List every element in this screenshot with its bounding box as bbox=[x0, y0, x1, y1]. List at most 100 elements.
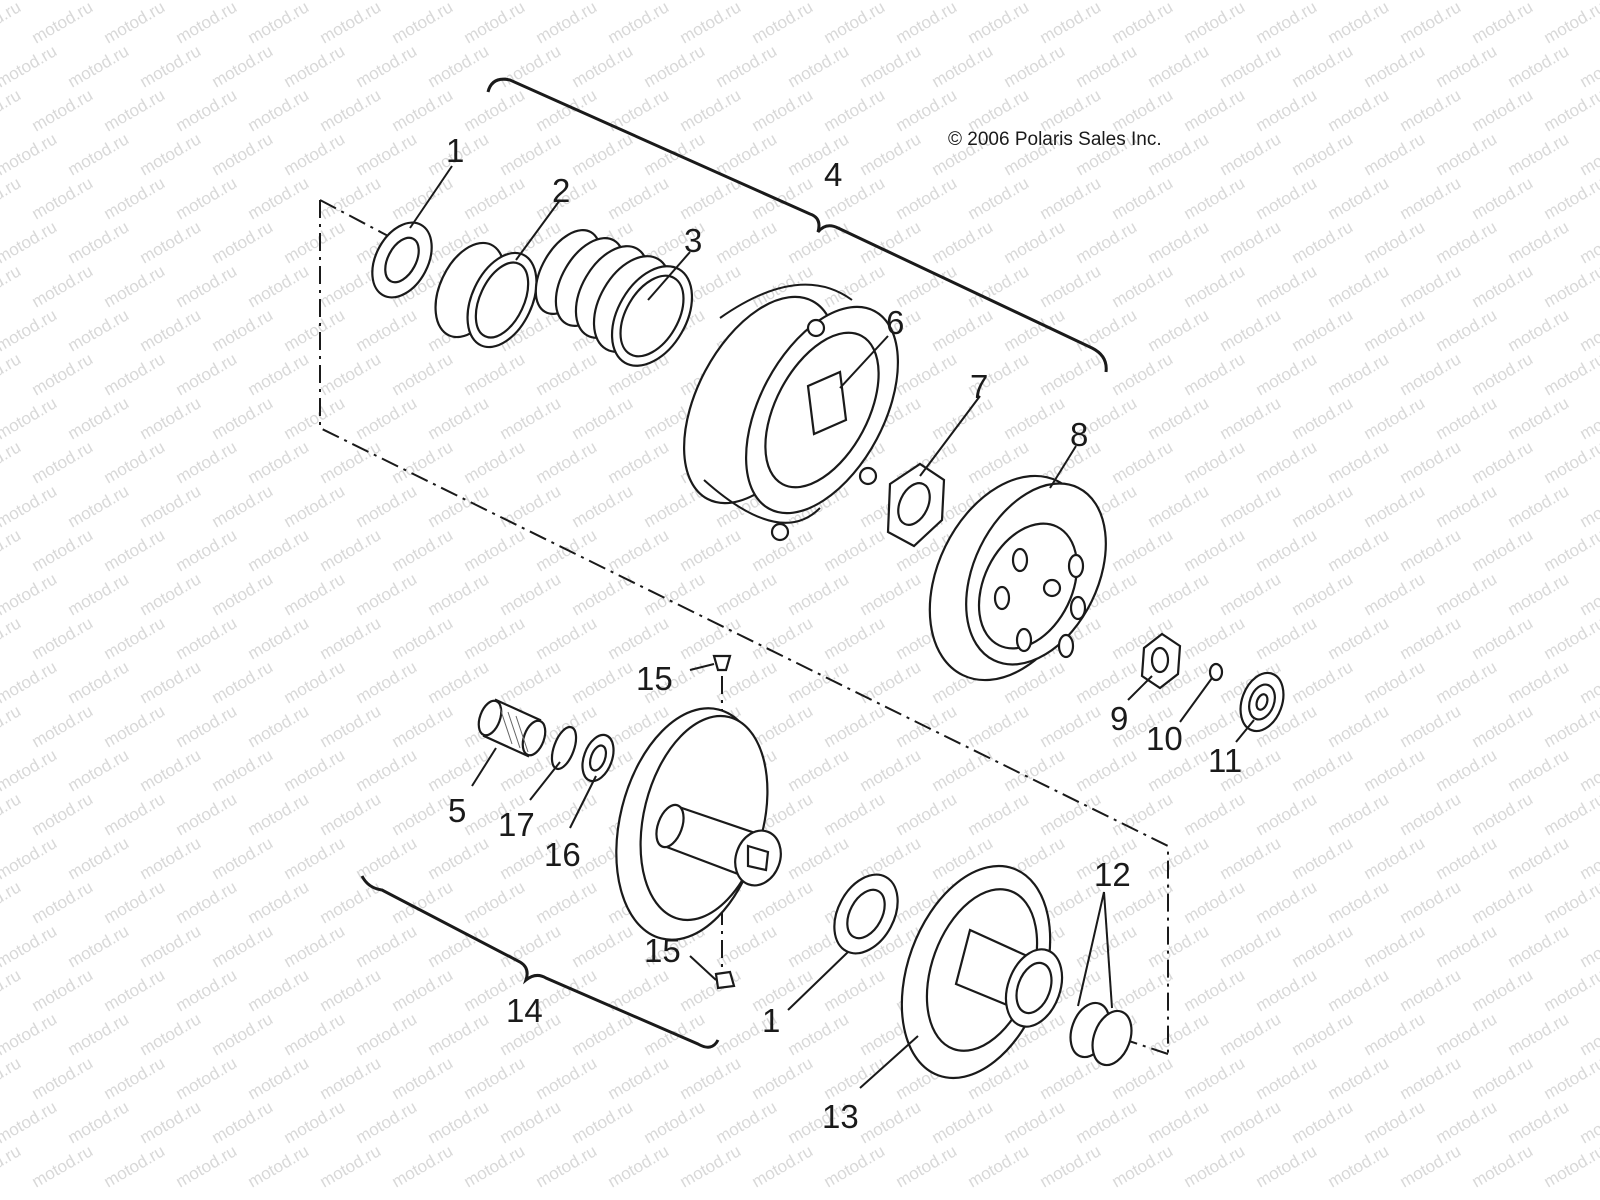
watermark-text: motod.ru bbox=[1253, 1141, 1321, 1191]
watermark-text: motod.ru bbox=[101, 613, 169, 663]
watermark-text: motod.ru bbox=[713, 217, 781, 267]
watermark-text: motod.ru bbox=[569, 393, 637, 443]
watermark-text: motod.ru bbox=[1181, 437, 1249, 487]
watermark-text: motod.ru bbox=[101, 173, 169, 223]
watermark-text: motod.ru bbox=[1433, 921, 1501, 971]
watermark-text: motod.ru bbox=[29, 1053, 97, 1103]
watermark-text: motod.ru bbox=[1217, 833, 1285, 883]
watermark-text: motod.ru bbox=[1433, 217, 1501, 267]
watermark-text: motod.ru bbox=[461, 437, 529, 487]
watermark-text: motod.ru bbox=[317, 1141, 385, 1191]
watermark-text: motod.ru bbox=[0, 173, 24, 223]
watermark-text: motod.ru bbox=[1037, 701, 1105, 751]
watermark-text: motod.ru bbox=[785, 41, 853, 91]
watermark-text: motod.ru bbox=[1361, 129, 1429, 179]
watermark-text: motod.ru bbox=[1541, 877, 1600, 927]
watermark-text: motod.ru bbox=[1397, 877, 1465, 927]
watermark-text: motod.ru bbox=[1505, 393, 1573, 443]
watermark-text: motod.ru bbox=[425, 1097, 493, 1147]
watermark-text: motod.ru bbox=[29, 85, 97, 135]
watermark-text: motod.ru bbox=[101, 85, 169, 135]
watermark-text: motod.ru bbox=[281, 921, 349, 971]
watermark-text: motod.ru bbox=[29, 789, 97, 839]
watermark-text: motod.ru bbox=[1469, 965, 1537, 1015]
watermark-text: motod.ru bbox=[281, 833, 349, 883]
watermark-text: motod.ru bbox=[1073, 657, 1141, 707]
watermark-text: motod.ru bbox=[713, 569, 781, 619]
watermark-text: motod.ru bbox=[1181, 965, 1249, 1015]
watermark-text: motod.ru bbox=[317, 965, 385, 1015]
watermark-text: motod.ru bbox=[1073, 745, 1141, 795]
centerline-upper-box bbox=[319, 200, 1169, 1054]
watermark-text: motod.ru bbox=[1577, 745, 1600, 795]
watermark-text: motod.ru bbox=[173, 85, 241, 135]
watermark-text: motod.ru bbox=[209, 217, 277, 267]
watermark-text: motod.ru bbox=[137, 393, 205, 443]
watermark-text: motod.ru bbox=[137, 1009, 205, 1059]
watermark-text: motod.ru bbox=[1469, 701, 1537, 751]
watermark-text: motod.ru bbox=[353, 657, 421, 707]
watermark-text: motod.ru bbox=[0, 1141, 24, 1191]
watermark-text: motod.ru bbox=[1109, 261, 1177, 311]
watermark-text: motod.ru bbox=[677, 965, 745, 1015]
watermark-text: motod.ru bbox=[65, 745, 133, 795]
watermark-text: motod.ru bbox=[245, 613, 313, 663]
watermark-text: motod.ru bbox=[1397, 85, 1465, 135]
watermark-text: motod.ru bbox=[929, 745, 997, 795]
watermark-text: motod.ru bbox=[785, 569, 853, 619]
watermark-text: motod.ru bbox=[1325, 789, 1393, 839]
watermark-text: motod.ru bbox=[1073, 217, 1141, 267]
watermark-text: motod.ru bbox=[1433, 657, 1501, 707]
watermark-text: motod.ru bbox=[317, 877, 385, 927]
watermark-text: motod.ru bbox=[1217, 569, 1285, 619]
callout-4: 4 bbox=[824, 156, 842, 193]
watermark-text: motod.ru bbox=[209, 129, 277, 179]
watermark-text: motod.ru bbox=[245, 85, 313, 135]
watermark-text: motod.ru bbox=[1577, 1097, 1600, 1147]
watermark-text: motod.ru bbox=[1469, 173, 1537, 223]
watermark-text: motod.ru bbox=[1217, 1097, 1285, 1147]
watermark-text: motod.ru bbox=[893, 1141, 961, 1191]
watermark-text: motod.ru bbox=[389, 965, 457, 1015]
watermark-text: motod.ru bbox=[209, 921, 277, 971]
watermark-text: motod.ru bbox=[1037, 349, 1105, 399]
watermark-text: motod.ru bbox=[461, 173, 529, 223]
watermark-text: motod.ru bbox=[1289, 217, 1357, 267]
watermark-text: motod.ru bbox=[1505, 569, 1573, 619]
watermark-text: motod.ru bbox=[1181, 1141, 1249, 1191]
watermark-text: motod.ru bbox=[389, 437, 457, 487]
part-pin-lower bbox=[714, 970, 736, 990]
watermark-text: motod.ru bbox=[1001, 745, 1069, 795]
part-movable-sheave bbox=[900, 864, 1064, 1080]
watermark-text: motod.ru bbox=[1577, 481, 1600, 531]
watermark-text: motod.ru bbox=[677, 1053, 745, 1103]
watermark-text: motod.ru bbox=[245, 173, 313, 223]
watermark-text: motod.ru bbox=[713, 41, 781, 91]
watermark-text: motod.ru bbox=[0, 877, 24, 927]
watermark-text: motod.ru bbox=[497, 569, 565, 619]
watermark-text: motod.ru bbox=[1505, 657, 1573, 707]
watermark-text: motod.ru bbox=[1469, 525, 1537, 575]
watermark-text: motod.ru bbox=[929, 1097, 997, 1147]
watermark-text: motod.ru bbox=[29, 701, 97, 751]
watermark-text: motod.ru bbox=[1397, 1141, 1465, 1191]
watermark-text: motod.ru bbox=[29, 1141, 97, 1191]
watermark-text: motod.ru bbox=[65, 921, 133, 971]
watermark-text: motod.ru bbox=[1325, 349, 1393, 399]
watermark-text: motod.ru bbox=[785, 657, 853, 707]
callout-14: 14 bbox=[506, 992, 543, 1029]
watermark-text: motod.ru bbox=[893, 85, 961, 135]
watermark-text: motod.ru bbox=[965, 173, 1033, 223]
watermark-text: motod.ru bbox=[1361, 569, 1429, 619]
watermark-text: motod.ru bbox=[1577, 393, 1600, 443]
watermark-text: motod.ru bbox=[137, 41, 205, 91]
watermark-text: motod.ru bbox=[353, 41, 421, 91]
watermark-text: motod.ru bbox=[101, 0, 169, 47]
watermark-text: motod.ru bbox=[1109, 0, 1177, 47]
watermark-text: motod.ru bbox=[1325, 173, 1393, 223]
watermark-text: motod.ru bbox=[1397, 613, 1465, 663]
watermark-text: motod.ru bbox=[677, 85, 745, 135]
watermark-text: motod.ru bbox=[65, 833, 133, 883]
watermark-text: motod.ru bbox=[29, 261, 97, 311]
watermark-text: motod.ru bbox=[821, 261, 889, 311]
